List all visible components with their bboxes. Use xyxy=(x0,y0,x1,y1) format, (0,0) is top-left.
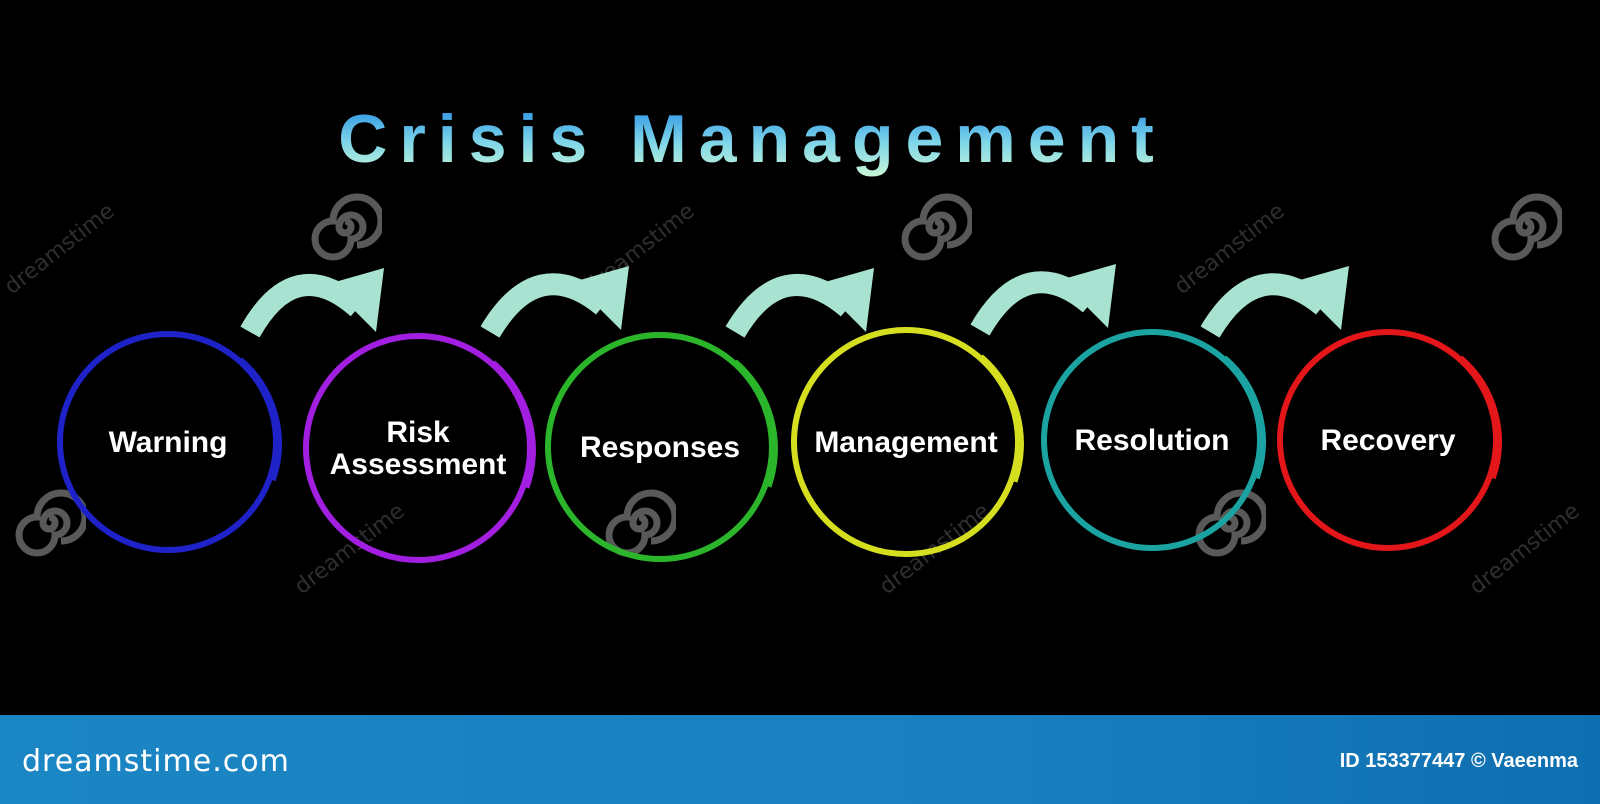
watermark-swirl-icon xyxy=(311,193,382,261)
step-circle-stroke xyxy=(1222,355,1266,480)
step-label: Recovery xyxy=(1320,424,1455,457)
step-circle xyxy=(303,333,533,563)
step-label: Assessment xyxy=(330,448,507,481)
footer-site-name: dreamstime.com xyxy=(22,744,290,779)
step-circle-stroke xyxy=(733,359,778,488)
title-text: Crisis Management xyxy=(338,101,1166,177)
step-label: Management xyxy=(814,426,997,459)
flow-arrow xyxy=(970,264,1116,336)
step-label: Warning xyxy=(109,426,228,459)
process-step: Resolution xyxy=(1041,329,1266,551)
watermark-swirl-icon xyxy=(901,193,972,261)
watermark-swirl-icon xyxy=(1491,193,1562,261)
process-step: Warning xyxy=(57,331,282,553)
step-circle xyxy=(1277,329,1499,551)
flow-arrow xyxy=(725,268,874,338)
step-circle-stroke xyxy=(979,354,1024,483)
step-label: Risk xyxy=(386,416,450,449)
step-circle xyxy=(57,331,279,553)
footer-image-credit: ID 153377447 © Vaeenma xyxy=(1339,750,1578,772)
footer-bar xyxy=(0,715,1600,804)
step-circle xyxy=(791,327,1021,557)
flow-arrow xyxy=(240,268,384,338)
step-label: Resolution xyxy=(1075,424,1230,457)
diagram-title: Crisis Management xyxy=(338,101,1166,177)
step-label: Responses xyxy=(580,431,740,464)
flow-arrow xyxy=(480,266,629,338)
step-circle-stroke xyxy=(491,360,536,489)
process-step: Responses xyxy=(545,332,778,562)
flow-arrow xyxy=(1200,266,1349,338)
step-circle-stroke xyxy=(238,357,282,482)
step-circle-stroke xyxy=(1458,355,1502,480)
process-step: Management xyxy=(791,327,1024,557)
process-step: Recovery xyxy=(1277,329,1502,551)
step-circle xyxy=(545,332,775,562)
step-circle xyxy=(1041,329,1263,551)
